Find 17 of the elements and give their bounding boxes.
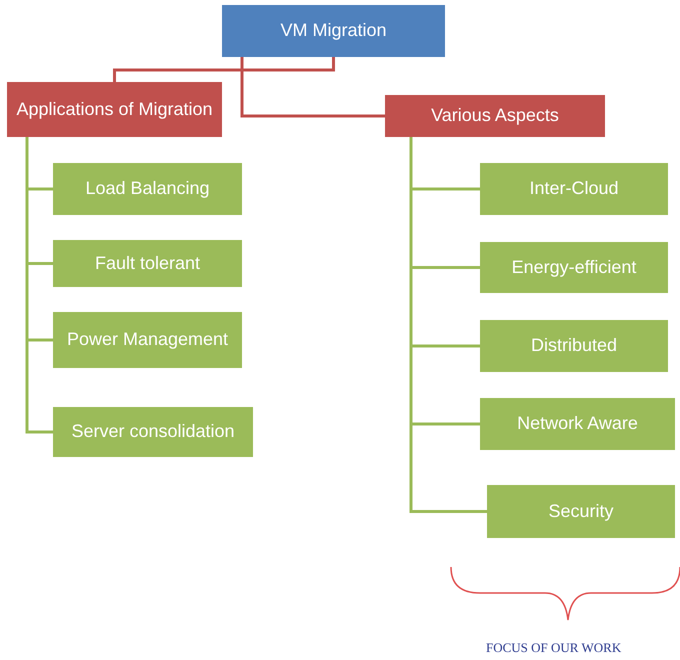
item-box: Inter-Cloud (480, 163, 668, 215)
category-box: Various Aspects (385, 95, 605, 137)
connector-line (410, 137, 487, 513)
connector-line (113, 57, 335, 82)
item-box: Server consolidation (53, 407, 253, 457)
root-box: VM Migration (222, 5, 445, 57)
item-box: Network Aware (480, 398, 675, 450)
category-box: Applications of Migration (7, 82, 222, 137)
item-box: Power Management (53, 312, 242, 368)
connector-line (240, 57, 385, 118)
item-box: Distributed (480, 320, 668, 372)
item-box: Energy-efficient (480, 242, 668, 293)
note-text: FOCUS OF OUR WORK (486, 640, 622, 656)
item-box: Fault tolerant (53, 240, 242, 287)
item-box: Security (487, 485, 675, 538)
item-box: Load Balancing (53, 163, 242, 215)
connector-line (26, 137, 53, 434)
